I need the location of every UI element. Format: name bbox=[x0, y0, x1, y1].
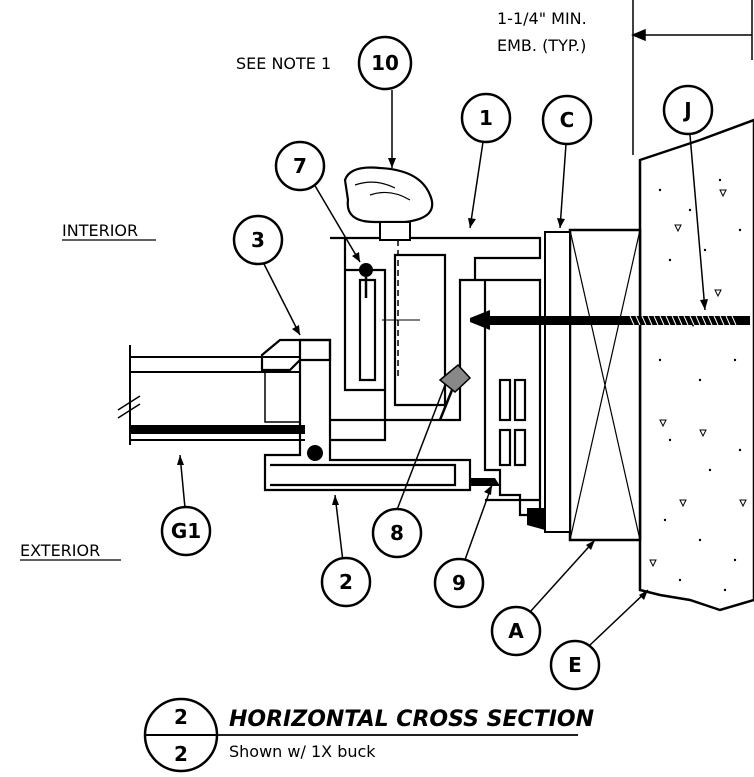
callout-3-label: 3 bbox=[251, 228, 265, 252]
detail-title-block: 2 2 HORIZONTAL CROSS SECTION Shown w/ 1X… bbox=[143, 697, 594, 773]
detail-number: 2 bbox=[174, 705, 188, 729]
callout-1-label: 1 bbox=[479, 106, 493, 130]
callout-2-label: 2 bbox=[339, 570, 353, 594]
interior-label: INTERIOR bbox=[62, 221, 138, 240]
callout-8: 8 bbox=[371, 507, 423, 559]
callout-G1-label: G1 bbox=[171, 519, 201, 543]
arrowheads bbox=[177, 158, 708, 600]
callout-A-label: A bbox=[508, 619, 524, 643]
callout-J-label: J bbox=[682, 98, 691, 122]
leader-lines bbox=[179, 90, 706, 646]
glass-unit bbox=[117, 345, 323, 461]
callout-E-label: E bbox=[568, 653, 582, 677]
sheet-number: 2 bbox=[174, 742, 188, 766]
sealant-strip bbox=[544, 231, 571, 533]
callout-2: 2 bbox=[320, 556, 372, 608]
callout-3: 3 bbox=[232, 214, 284, 266]
see-note-label: SEE NOTE 1 bbox=[236, 54, 331, 73]
callout-A: A bbox=[490, 605, 542, 657]
callout-7: 7 bbox=[274, 140, 326, 192]
screw-7 bbox=[359, 263, 373, 298]
sealant-bead bbox=[527, 508, 545, 530]
callout-J: J bbox=[662, 84, 714, 136]
wood-buck bbox=[568, 228, 642, 542]
exterior-label: EXTERIOR bbox=[20, 541, 100, 560]
detail-subheading: Shown w/ 1X buck bbox=[229, 742, 376, 761]
callout-E: E bbox=[549, 639, 601, 691]
sash-profile bbox=[263, 338, 472, 492]
glazing-bead bbox=[260, 338, 332, 372]
callout-1: 1 bbox=[460, 92, 512, 144]
callout-9: 9 bbox=[433, 557, 485, 609]
callout-10: 10 bbox=[357, 35, 413, 91]
callout-C: C bbox=[541, 94, 593, 146]
callout-8-label: 8 bbox=[390, 521, 404, 545]
embedment-label-line1: 1-1/4" MIN. bbox=[497, 9, 587, 28]
embedment-dimension bbox=[631, 0, 753, 155]
screw-9 bbox=[470, 478, 500, 486]
callout-C-label: C bbox=[560, 108, 575, 132]
screw-8 bbox=[438, 363, 472, 421]
callout-10-label: 10 bbox=[371, 51, 399, 75]
window-frame-profile bbox=[330, 236, 542, 517]
concrete-screw bbox=[470, 310, 750, 330]
callout-7-label: 7 bbox=[293, 154, 307, 178]
concrete-substrate bbox=[638, 118, 754, 612]
callout-G1: G1 bbox=[160, 505, 212, 557]
callout-9-label: 9 bbox=[452, 571, 466, 595]
detail-heading: HORIZONTAL CROSS SECTION bbox=[229, 707, 594, 732]
window-handle bbox=[343, 166, 434, 380]
embedment-label-line2: EMB. (TYP.) bbox=[497, 36, 586, 55]
